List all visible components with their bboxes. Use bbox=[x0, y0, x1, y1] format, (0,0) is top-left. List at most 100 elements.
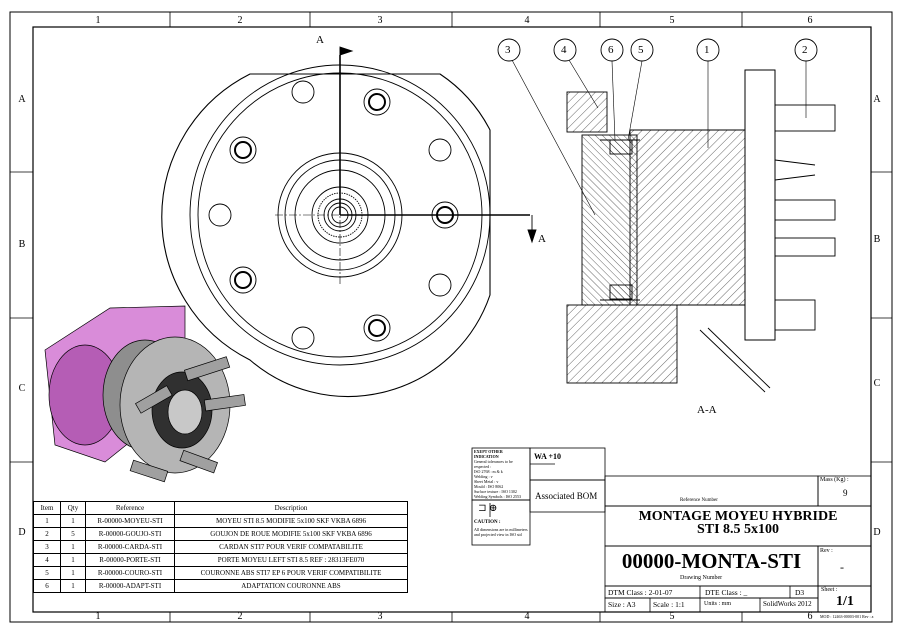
bom-cell: 5 bbox=[33, 566, 61, 580]
format-size: D3 bbox=[795, 588, 805, 597]
bom-cell: COURONNE ABS STI7 EP 6 POUR VERIF COMPAT… bbox=[174, 566, 408, 580]
bom-row: 4 1 R-00000-PORTE-STI PORTE MOYEU LEFT S… bbox=[33, 553, 408, 567]
drawing-title-line2: STI 8.5 5x100 bbox=[696, 522, 780, 537]
bom-header-item: Item bbox=[33, 501, 61, 515]
row-label: B bbox=[18, 239, 26, 250]
cad-software: SolidWorks 2012 bbox=[763, 600, 812, 608]
bom-cell: MOYEU STI 8.5 MODIFIE 5x100 SKF VKBA 689… bbox=[174, 514, 408, 528]
bom-cell: CARDAN STI7 POUR VERIF COMPATABILITE bbox=[174, 540, 408, 554]
bom-cell: 1 bbox=[60, 514, 86, 528]
balloon-label: 1 bbox=[704, 44, 710, 56]
bom-cell: R-00000-COURO-STI bbox=[85, 566, 175, 580]
sheet-number: 1/1 bbox=[836, 594, 854, 609]
title-block-lines bbox=[471, 447, 872, 613]
col-label: 6 bbox=[807, 15, 813, 26]
rev-label: Rev : bbox=[820, 548, 833, 554]
mass-value: 9 bbox=[843, 488, 848, 498]
row-label: D bbox=[873, 527, 881, 538]
col-label: 6 bbox=[807, 611, 813, 622]
section-view-label: A-A bbox=[697, 404, 717, 416]
balloons bbox=[497, 38, 818, 216]
bom-cell: 6 bbox=[33, 579, 61, 593]
bom-cell: 1 bbox=[60, 579, 86, 593]
row-label: D bbox=[18, 527, 26, 538]
tolerance-head: EXEPT OTHER INDICATION bbox=[474, 449, 503, 459]
tolerance-line: Mould : ISO 8062 bbox=[474, 484, 504, 489]
bom-row: 3 1 R-00000-CARDA-STI CARDAN STI7 POUR V… bbox=[33, 540, 408, 554]
col-label: 1 bbox=[95, 15, 101, 26]
col-label: 4 bbox=[524, 15, 530, 26]
row-label: A bbox=[873, 94, 881, 105]
col-label: 5 bbox=[669, 15, 675, 26]
drawing-number-label: Drawing Number bbox=[680, 575, 723, 581]
rev-value: - bbox=[840, 560, 844, 574]
caution-text: All dimensions are in millimeters and pr… bbox=[474, 527, 528, 537]
drawing-number: 00000-MONTA-STI bbox=[621, 549, 802, 573]
mass-label: Mass (Kg) : bbox=[820, 477, 849, 483]
bom-row: 6 1 R-00000-ADAPT-STI ADAPTATION COURONN… bbox=[33, 579, 408, 593]
drawing-scale: Scale : 1:1 bbox=[653, 600, 685, 609]
tolerance-note: EXEPT OTHER INDICATION General tolerance… bbox=[474, 449, 528, 499]
col-label: 2 bbox=[237, 15, 243, 26]
bom-header-row: Item Qty Reference Description bbox=[33, 501, 408, 515]
units: Units : mm bbox=[704, 601, 732, 607]
bom-header-reference: Reference bbox=[85, 501, 175, 515]
bom-cell: R-00000-MOYEU-STI bbox=[85, 514, 175, 528]
col-label: 3 bbox=[377, 611, 383, 622]
bom-cell: R-00000-PORTE-STI bbox=[85, 553, 175, 567]
footer-code: MOD : 12463-00003-001 Rev : a bbox=[820, 614, 874, 619]
balloon-label: 6 bbox=[608, 44, 614, 56]
bom-row: 1 1 R-00000-MOYEU-STI MOYEU STI 8.5 MODI… bbox=[33, 514, 408, 528]
isometric-view bbox=[44, 305, 246, 483]
drawing-title-line1: MONTAGE MOYEU HYBRIDE bbox=[638, 509, 838, 524]
associated-bom: Associated BOM bbox=[535, 491, 598, 501]
bom-cell: 1 bbox=[60, 566, 86, 580]
dtm-class: DTM Class : 2-01-07 bbox=[608, 588, 673, 597]
tolerance-line: General tolerances to be bbox=[474, 459, 513, 464]
bom-header-description: Description bbox=[174, 501, 408, 515]
bom-cell: ADAPTATION COURONNE ABS bbox=[174, 579, 408, 593]
balloon-label: 4 bbox=[561, 44, 567, 56]
bom-cell: R-00000-CARDA-STI bbox=[85, 540, 175, 554]
bolt-holes bbox=[208, 80, 459, 350]
sheet-label: Sheet : bbox=[821, 587, 838, 593]
cut-label-top: A bbox=[316, 34, 324, 46]
bom-cell: 1 bbox=[60, 553, 86, 567]
col-label: 5 bbox=[669, 611, 675, 622]
col-label: 3 bbox=[377, 15, 383, 26]
row-label: A bbox=[18, 94, 26, 105]
bom-cell: GOUJON DE ROUE MODIFIE 5x100 SKF VKBA 68… bbox=[174, 527, 408, 541]
balloon-label: 5 bbox=[638, 44, 644, 56]
bom-cell: 5 bbox=[60, 527, 86, 541]
reference-number-label: Reference Number bbox=[680, 498, 718, 503]
tolerance-line: Surface texture : ISO 1302 bbox=[474, 489, 517, 494]
bom-cell: 3 bbox=[33, 540, 61, 554]
projection-symbol-icon: ⊐ ⊕ bbox=[478, 503, 498, 514]
bom-cell: 4 bbox=[33, 553, 61, 567]
bom-cell: 1 bbox=[60, 540, 86, 554]
tolerance-line: Welding : v bbox=[474, 474, 493, 479]
bom-header-qty: Qty bbox=[60, 501, 86, 515]
row-label: C bbox=[18, 383, 26, 394]
bom-cell: 1 bbox=[33, 514, 61, 528]
bill-of-materials: Item Qty Reference Description 1 1 R-000… bbox=[33, 501, 408, 593]
tolerance-line: Welding Symbols : ISO 2553 bbox=[474, 494, 522, 499]
tolerance-line: ISO 2768 : m & k bbox=[474, 469, 503, 474]
tolerance-line: respected : bbox=[474, 464, 492, 469]
bom-cell: PORTE MOYEU LEFT STI 8.5 REF : 28313FE07… bbox=[174, 553, 408, 567]
balloon-label: 2 bbox=[802, 44, 808, 56]
row-label: C bbox=[873, 378, 881, 389]
bom-row: 5 1 R-00000-COURO-STI COURONNE ABS STI7 … bbox=[33, 566, 408, 580]
sheet-border bbox=[9, 11, 893, 623]
col-label: 4 bbox=[524, 611, 530, 622]
tolerance-line: Sheet Metal : v bbox=[474, 479, 499, 484]
front-view bbox=[161, 46, 537, 397]
row-label: B bbox=[873, 234, 881, 245]
cut-label-bottom: A bbox=[538, 233, 546, 245]
col-label: 1 bbox=[95, 611, 101, 622]
balloon-label: 3 bbox=[505, 44, 511, 56]
section-view bbox=[497, 38, 836, 393]
caution-head: CAUTION : bbox=[474, 520, 501, 525]
